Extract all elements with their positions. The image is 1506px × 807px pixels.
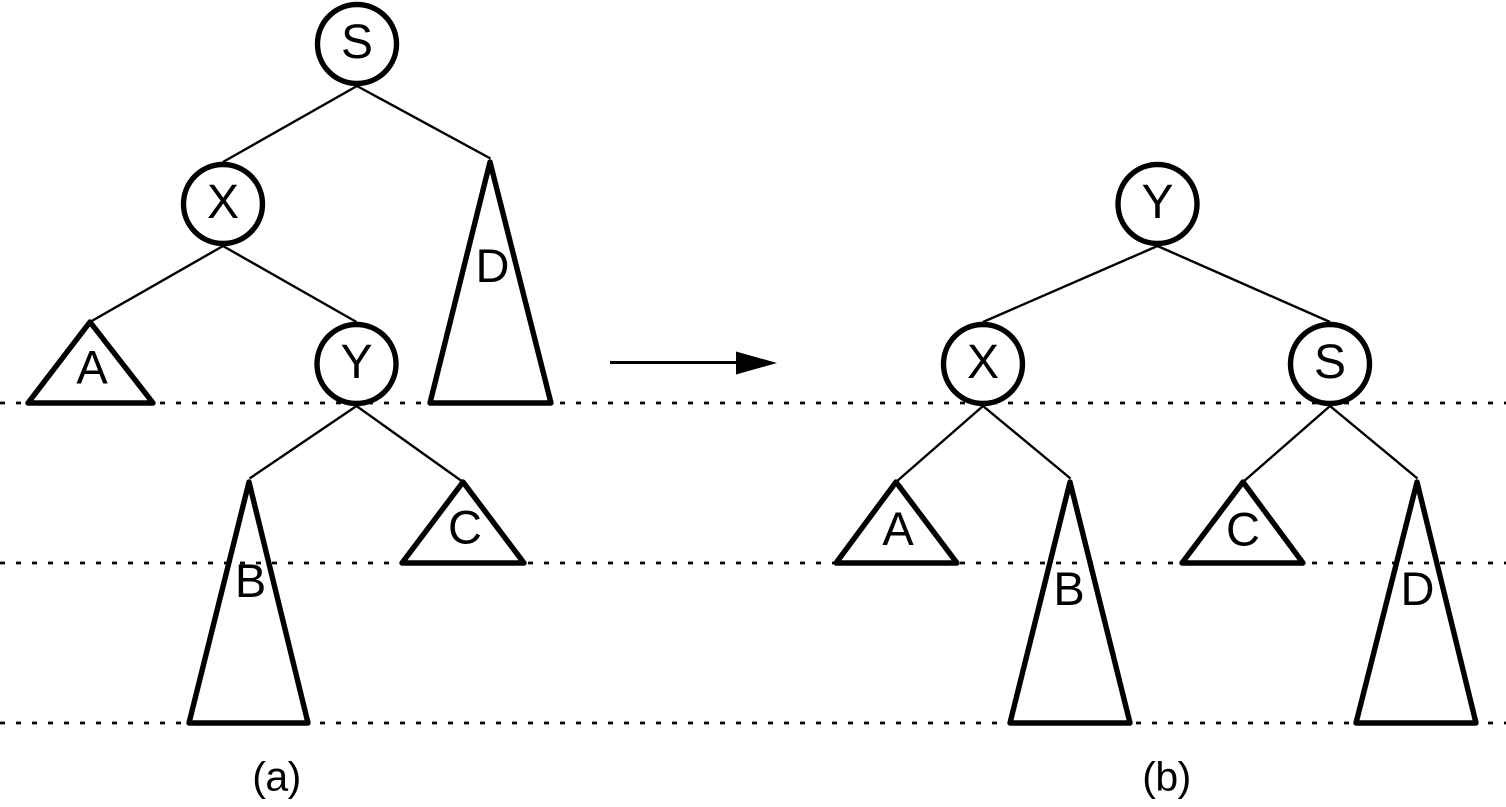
svg-text:(a): (a)	[252, 754, 301, 800]
svg-text:B: B	[1053, 562, 1084, 615]
svg-text:Y: Y	[340, 336, 372, 389]
svg-text:Y: Y	[1141, 176, 1173, 229]
svg-text:A: A	[882, 502, 914, 555]
svg-text:(b): (b)	[1142, 754, 1191, 800]
svg-text:C: C	[1226, 503, 1260, 556]
svg-text:S: S	[1314, 336, 1346, 389]
svg-text:X: X	[207, 176, 239, 229]
svg-text:X: X	[967, 336, 999, 389]
svg-text:S: S	[341, 16, 373, 69]
svg-text:D: D	[476, 239, 510, 292]
svg-text:D: D	[1401, 562, 1435, 615]
svg-text:A: A	[76, 341, 108, 394]
svg-text:B: B	[235, 554, 266, 607]
svg-text:C: C	[448, 501, 482, 554]
